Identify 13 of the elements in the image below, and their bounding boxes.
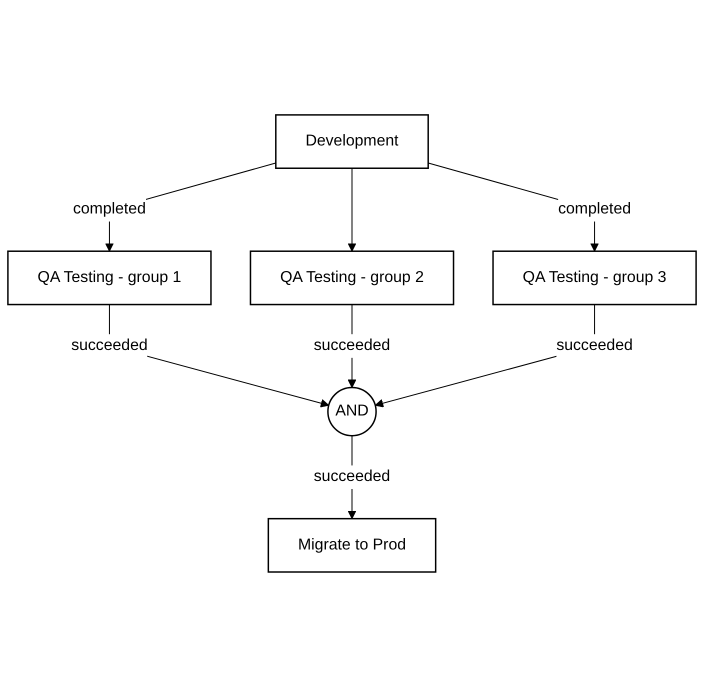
arrow (348, 167, 356, 252)
edge-label: succeeded (71, 336, 148, 354)
edge-label: succeeded (556, 336, 633, 354)
node-box: QA Testing - group 1 (7, 250, 212, 305)
edge-label: succeeded (314, 468, 390, 485)
edge-label: succeeded (314, 336, 390, 354)
node-box: Migrate to Prod (268, 517, 436, 572)
node-circle: AND (327, 386, 377, 436)
node-box: QA Testing - group 3 (492, 250, 697, 305)
edge-label: completed (72, 200, 146, 218)
node-box: QA Testing - group 2 (250, 250, 454, 305)
edge-label: completed (558, 200, 632, 218)
node-box: Development (275, 114, 429, 169)
